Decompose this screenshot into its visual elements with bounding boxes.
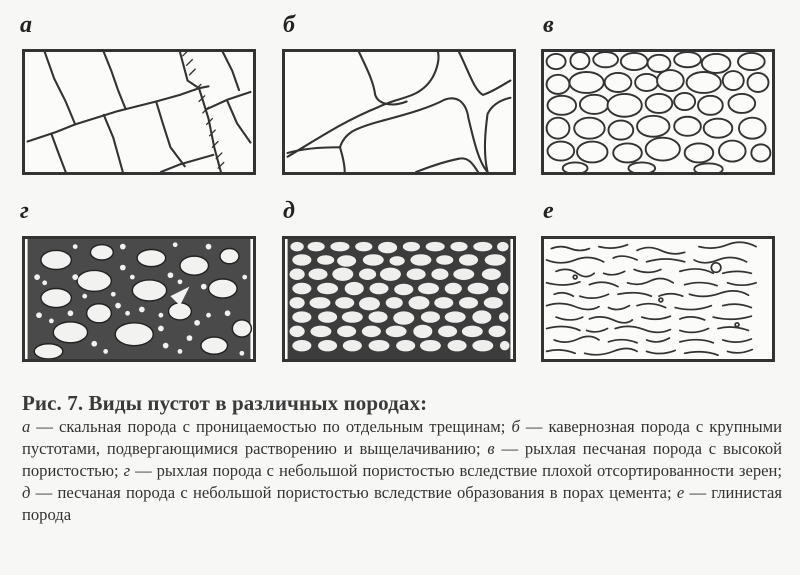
figure-caption: Рис. 7. Виды пустот в различных породах:…: [22, 392, 782, 526]
caption-item-text-g: — рыхлая порода с небольшой пористостью …: [130, 461, 782, 480]
caption-item-label-v: в: [487, 439, 495, 458]
caption-title: Рис. 7. Виды пустот в различных породах:: [22, 391, 428, 415]
panel-b-cavernous-rock: [282, 49, 516, 175]
cavern-pattern-drawing: [286, 52, 512, 172]
panel-label-d: д: [283, 198, 295, 224]
caption-item-label-b: б: [511, 417, 520, 436]
panel-e-clay: [541, 236, 775, 362]
caption-item-label-d: д: [22, 483, 31, 502]
caption-item-text-d: — песчаная порода с небольшой пористость…: [30, 483, 677, 502]
panel-v-loose-sand: [541, 49, 775, 175]
caption-item-text-a: — скальная порода с проницаемостью по от…: [30, 417, 512, 436]
clay-pattern-drawing: [545, 241, 757, 357]
poorly-sorted-pattern-drawing: [27, 239, 253, 359]
panel-label-a: а: [20, 12, 32, 38]
caption-item-label-g: г: [123, 461, 131, 480]
panel-label-b: б: [283, 12, 295, 38]
panel-g-poorly-sorted: [22, 236, 256, 362]
caption-item-text-b: — кавернозная порода с крупными пустотам…: [22, 417, 782, 458]
caption-body: а — скальная порода с проницаемостью по …: [22, 416, 782, 526]
caption-item-label-e: е: [676, 483, 685, 502]
grain-pattern-drawing: [545, 52, 772, 172]
caption-item-text-v: — рыхлая песчаная порода с высокой порис…: [22, 439, 783, 480]
panel-label-v: в: [543, 12, 554, 38]
caption-item-label-a: а: [22, 417, 31, 436]
panel-d-cemented-sand: [282, 236, 516, 362]
panel-a-fractured-rock: [22, 49, 256, 175]
caption-item-text-e: — глинистая порода: [22, 483, 782, 524]
cemented-grain-pattern-drawing: [287, 239, 511, 359]
panel-label-e: е: [543, 198, 554, 224]
panel-label-g: г: [20, 198, 29, 224]
fracture-pattern-drawing: [26, 52, 252, 172]
